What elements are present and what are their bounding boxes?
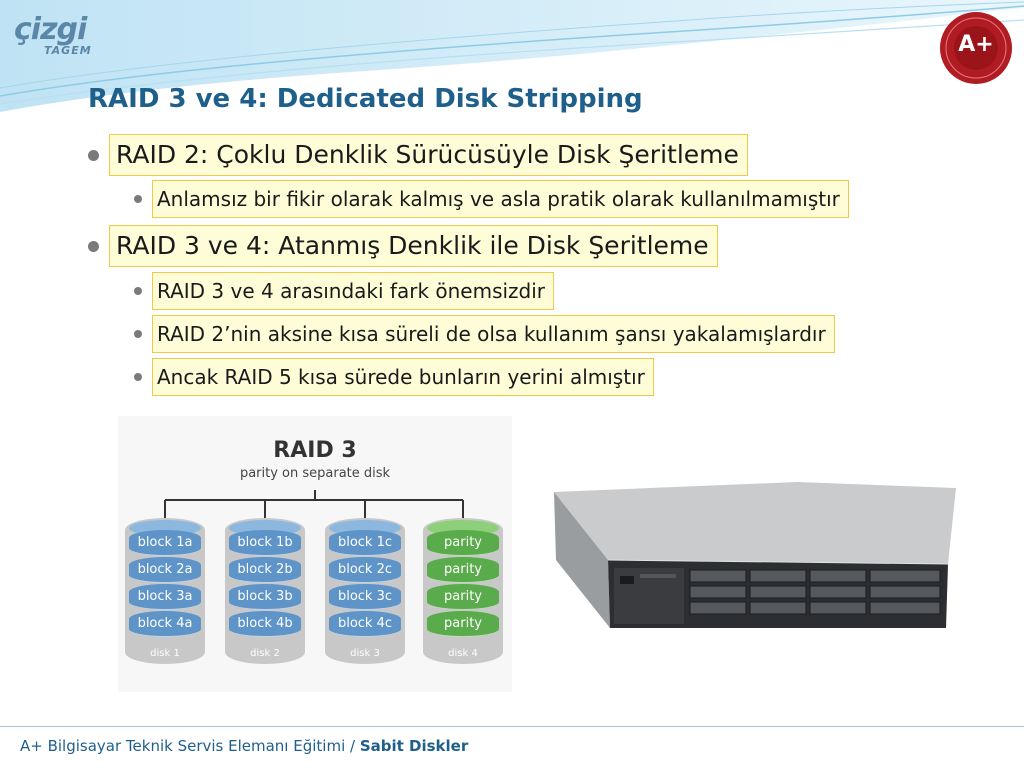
disk-block: block 3a xyxy=(129,584,201,610)
disk-block: block 4a xyxy=(129,611,201,637)
bullet-dot-icon xyxy=(134,287,142,295)
bullet-dot-icon xyxy=(88,149,99,161)
disk-label: disk 2 xyxy=(250,648,280,659)
bullet-level1-2: RAID 3 ve 4: Atanmış Denklik ile Disk Şe… xyxy=(88,225,718,267)
disk-block: block 1b xyxy=(229,530,301,556)
footer-topic: Sabit Diskler xyxy=(359,737,469,755)
disk-3: block 1c block 2c block 3c block 4c disk… xyxy=(325,518,405,664)
bullet-level2-3: RAID 2’nin aksine kısa süreli de olsa ku… xyxy=(134,315,835,353)
bullet-text: RAID 3 ve 4: Atanmış Denklik ile Disk Şe… xyxy=(109,225,718,267)
parity-block: parity xyxy=(427,557,499,583)
bullet-text: RAID 3 ve 4 arasındaki fark önemsizdir xyxy=(152,272,555,310)
disk-block: block 2b xyxy=(229,557,301,583)
bullet-level2-4: Ancak RAID 5 kısa sürede bunların yerini… xyxy=(134,358,654,396)
raid3-diagram: RAID 3 parity on separate disk block 1a … xyxy=(118,416,512,692)
disk-block: block 3c xyxy=(329,584,401,610)
seal-text: A+ xyxy=(958,32,994,57)
bullet-level2-1: Anlamsız bir fikir olarak kalmış ve asla… xyxy=(134,180,849,218)
parity-block: parity xyxy=(427,530,499,556)
raid-diagram-title: RAID 3 xyxy=(273,438,357,463)
disk-block: block 1c xyxy=(329,530,401,556)
raid-diagram-subtitle: parity on separate disk xyxy=(239,466,391,481)
bullet-level2-2: RAID 3 ve 4 arasındaki fark önemsizdir xyxy=(134,272,555,310)
bullet-level1-1: RAID 2: Çoklu Denklik Sürücüsüyle Disk Ş… xyxy=(88,134,748,176)
rack-server-photo xyxy=(554,482,956,628)
bullet-text: RAID 2’nin aksine kısa süreli de olsa ku… xyxy=(152,315,835,353)
disk-block: block 4c xyxy=(329,611,401,637)
cizgi-tagem-logo: çizgi TAGEM xyxy=(14,10,104,60)
disk-block: block 4b xyxy=(229,611,301,637)
disk-block: block 2a xyxy=(129,557,201,583)
bullet-dot-icon xyxy=(134,330,142,338)
disk-1: block 1a block 2a block 3a block 4a disk… xyxy=(125,518,205,664)
bullet-dot-icon xyxy=(134,195,142,203)
slide-title: RAID 3 ve 4: Dedicated Disk Stripping xyxy=(88,84,643,114)
disk-block: block 3b xyxy=(229,584,301,610)
footer: A+ Bilgisayar Teknik Servis Elemanı Eğit… xyxy=(20,737,468,755)
disk-block: block 1a xyxy=(129,530,201,556)
logo-sub-text: TAGEM xyxy=(44,44,92,57)
parity-block: parity xyxy=(427,611,499,637)
logo-main-text: çizgi xyxy=(14,12,87,47)
a-plus-seal-icon: A+ xyxy=(938,10,1014,86)
header-wave-decoration xyxy=(0,0,1024,112)
bullet-dot-icon xyxy=(88,240,99,252)
bullet-text: RAID 2: Çoklu Denklik Sürücüsüyle Disk Ş… xyxy=(109,134,748,176)
bullet-text: Anlamsız bir fikir olarak kalmış ve asla… xyxy=(152,180,849,218)
parity-block: parity xyxy=(427,584,499,610)
disk-label: disk 3 xyxy=(350,648,380,659)
disk-4-parity: parity parity parity parity disk 4 xyxy=(423,518,503,664)
bullet-text: Ancak RAID 5 kısa sürede bunların yerini… xyxy=(152,358,654,396)
footer-divider xyxy=(0,726,1024,727)
bullet-dot-icon xyxy=(134,373,142,381)
footer-course: A+ Bilgisayar Teknik Servis Elemanı Eğit… xyxy=(20,737,360,755)
disk-label: disk 1 xyxy=(150,648,180,659)
disk-block: block 2c xyxy=(329,557,401,583)
disk-2: block 1b block 2b block 3b block 4b disk… xyxy=(225,518,305,664)
disk-label: disk 4 xyxy=(448,648,478,659)
